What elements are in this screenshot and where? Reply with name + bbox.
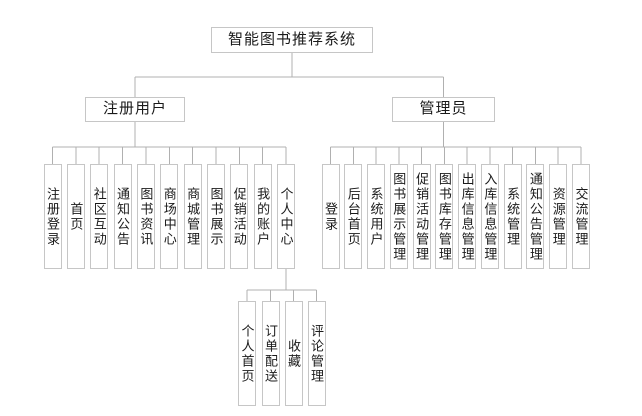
tree-node: 促销活动 [230, 164, 249, 269]
tree-node: 评论管理 [307, 301, 326, 406]
tree-node: 促销活动管理 [412, 164, 431, 269]
tree-node: 交流管理 [571, 164, 590, 269]
tree-node: 商城管理 [183, 164, 202, 269]
node-root-system: 智能图书推荐系统 [211, 27, 373, 53]
tree-node: 首页 [66, 164, 85, 269]
tree-node: 系统用户 [367, 164, 386, 269]
tree-node: 订单配送 [261, 301, 280, 406]
tree-node: 图书展示管理 [389, 164, 408, 269]
tree-node: 出库信息管理 [458, 164, 477, 269]
tree-node: 个人中心 [277, 164, 295, 269]
node-registered-user: 注册用户 [85, 97, 185, 122]
tree-node: 图书库存管理 [435, 164, 454, 269]
tree-node: 图书展示 [206, 164, 225, 269]
tree-node: 通知公告管理 [526, 164, 545, 269]
tree-node: 社区互动 [90, 164, 109, 269]
tree-node: 后台首页 [344, 164, 363, 269]
tree-node: 收藏 [284, 301, 303, 406]
tree-node: 个人首页 [238, 301, 256, 406]
tree-node: 商场中心 [160, 164, 179, 269]
tree-node: 资源管理 [549, 164, 568, 269]
tree-node: 注册登录 [43, 164, 62, 269]
tree-node: 登录 [321, 164, 340, 269]
tree-node: 系统管理 [503, 164, 522, 269]
tree-node: 通知公告 [113, 164, 132, 269]
tree-node: 我的账户 [253, 164, 272, 269]
node-admin: 管理员 [392, 97, 495, 122]
tree-node: 入库信息管理 [480, 164, 499, 269]
tree-node: 图书资讯 [136, 164, 155, 269]
